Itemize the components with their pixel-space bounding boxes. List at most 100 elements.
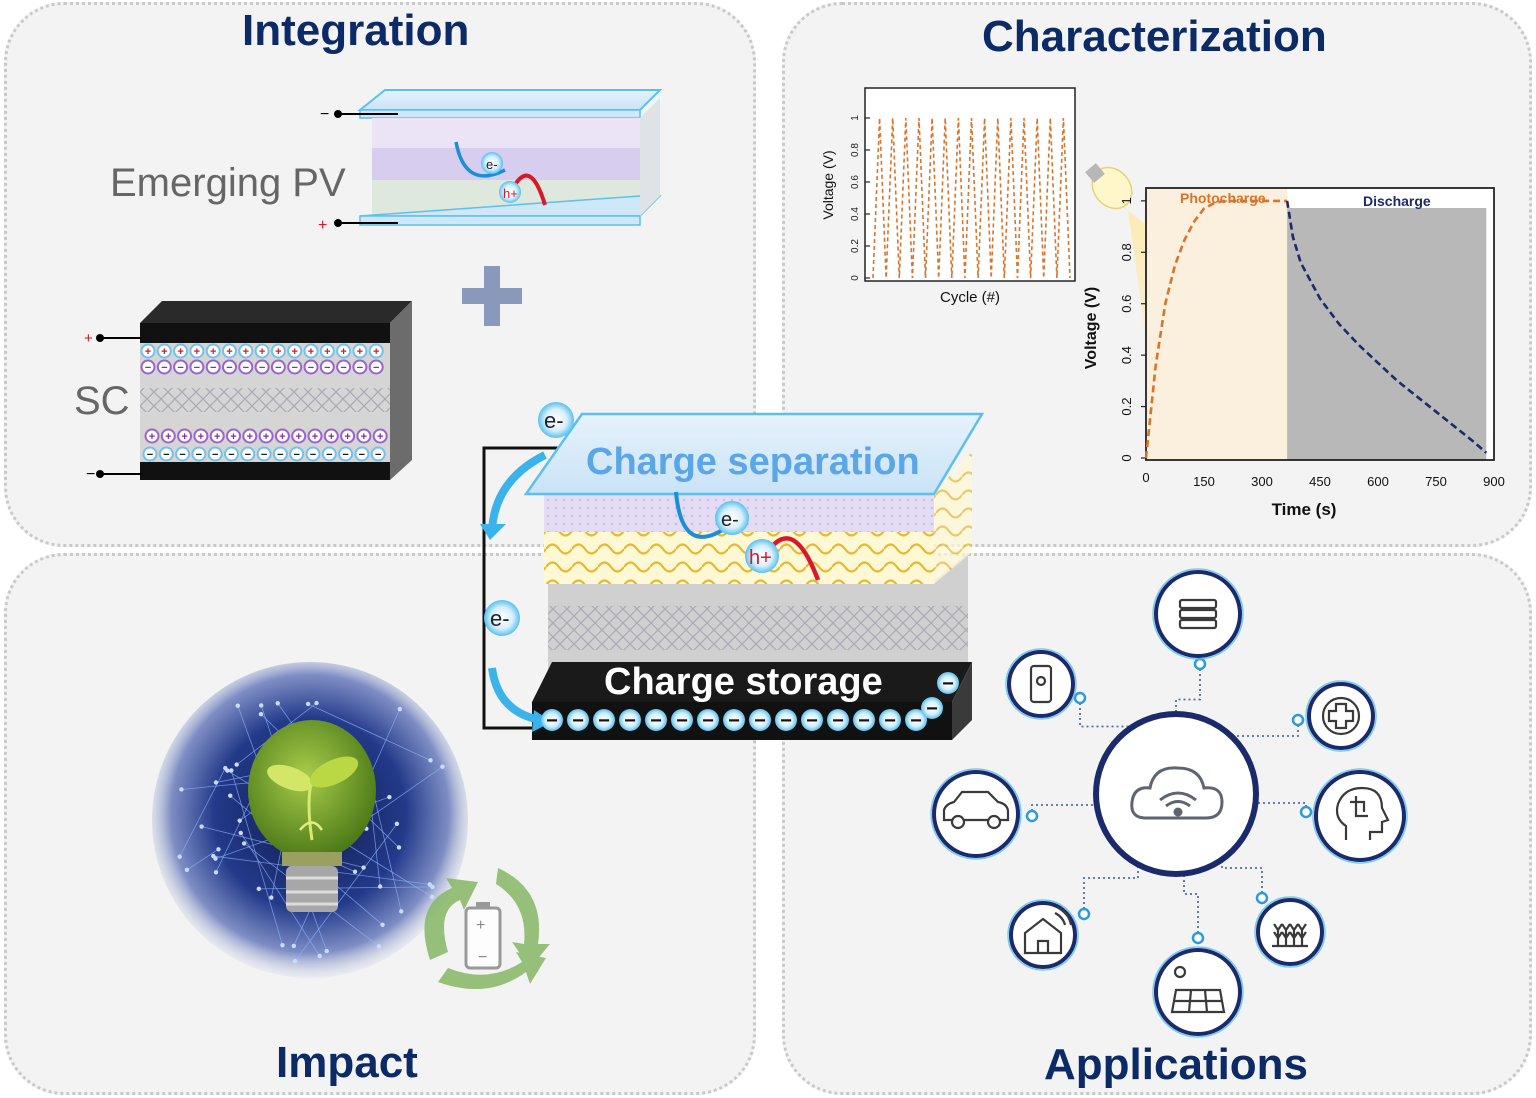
sc-positive-charge: + <box>194 346 200 358</box>
sc-negative-charge-circle <box>207 446 223 462</box>
cycle-chart-ytick-label: 0.2 <box>850 239 861 253</box>
pv-hole: h+ <box>503 186 518 201</box>
book-icon <box>1178 608 1218 620</box>
wire-electron-top: e- <box>544 408 564 433</box>
storage-negative-charge: − <box>858 710 870 732</box>
network-node <box>377 884 383 889</box>
sc-positive-charge-circle <box>319 343 335 359</box>
charge-separation-label: Charge separation <box>586 441 920 483</box>
photocharge-chart-xtick-label: 450 <box>1309 474 1331 489</box>
storage-negative-charge-circle <box>775 709 797 731</box>
network-node <box>324 948 329 954</box>
integrated-device: e- h+ e- e- −−−−−−−−−−−−−−−−− Charge sep… <box>480 402 985 740</box>
sc-negative-charge-circle <box>354 446 370 462</box>
sc-positive-ion: + <box>328 431 334 443</box>
storage-negative-charge-circle <box>697 709 719 731</box>
car-icon <box>942 790 1010 830</box>
sc-positive-ion-circle <box>209 428 225 444</box>
books-icon <box>1178 598 1218 630</box>
sc-negative-ion-circle <box>173 359 189 375</box>
storage-negative-charge-circle <box>937 672 959 694</box>
storage-negative-charge: − <box>942 673 954 695</box>
network-node <box>238 830 243 836</box>
discharge-series-line <box>1285 200 1488 454</box>
network-link <box>294 823 398 962</box>
app-ring-agriculture <box>1254 896 1326 968</box>
app-connector-smart-home <box>1077 907 1091 921</box>
app-ring-smart-home <box>1007 899 1079 971</box>
voltage-cycle-chart: 00.20.40.60.81 Cycle (#) Voltage (V) <box>820 87 1076 306</box>
storage-negative-charge-circle <box>619 709 641 731</box>
sc-positive-ion-circle <box>193 428 209 444</box>
sc-positive-charge-circle <box>205 343 221 359</box>
sc-positive-charge: + <box>308 346 314 358</box>
discharge-legend-label: Discharge <box>1363 193 1431 209</box>
sc-plus-terminal: + <box>84 330 93 347</box>
network-node <box>234 762 239 767</box>
wheat-icon <box>1297 923 1307 946</box>
storage-negative-charge: − <box>754 710 766 732</box>
sc-negative-ion: − <box>243 362 249 374</box>
emerging-pv-label: Emerging PV <box>110 161 346 205</box>
combine-plus-icon <box>462 266 522 326</box>
app-ring-car <box>930 768 1022 860</box>
sc-negative-charge: − <box>293 449 299 461</box>
sc-positive-ion-circle <box>242 428 258 444</box>
sc-negative-ion: − <box>340 362 346 374</box>
sc-negative-ion: − <box>259 362 265 374</box>
storage-negative-charge-circle <box>921 697 943 719</box>
sc-positive-ion: + <box>361 431 367 443</box>
storage-negative-charge: − <box>884 710 896 732</box>
wire-electron-mid: e- <box>490 606 510 631</box>
sc-negative-ion-circle <box>222 359 237 375</box>
photocharge-chart-xtick-label: 750 <box>1425 474 1447 489</box>
sc-negative-ion-circle <box>189 359 205 375</box>
network-link <box>370 802 381 887</box>
sc-positive-ion-circle <box>372 428 388 444</box>
sc-positive-ion: + <box>344 431 350 443</box>
network-node <box>317 953 322 959</box>
sc-positive-charge: + <box>210 346 216 358</box>
network-node <box>235 703 240 708</box>
sc-positive-ion: + <box>149 431 155 443</box>
network-node <box>380 922 385 927</box>
sc-negative-charge-circle <box>224 446 239 462</box>
network-link <box>307 703 431 761</box>
medical-cross-icon <box>1327 702 1355 730</box>
device-electron: e- <box>721 509 739 531</box>
sc-negative-ion-circle <box>368 359 384 375</box>
sc-positive-ion: + <box>312 431 318 443</box>
photocharge-chart-ytick-label: 0.2 <box>1119 398 1134 416</box>
sc-positive-charge: + <box>259 346 265 358</box>
network-node <box>179 787 184 792</box>
app-connector-ai-head <box>1299 805 1313 819</box>
app-circle-books <box>1154 570 1242 658</box>
app-connector-books <box>1193 657 1207 671</box>
network-node <box>387 794 392 800</box>
network-node <box>256 886 262 892</box>
sc-positive-charge-circle <box>254 343 270 359</box>
network-node <box>269 895 274 900</box>
sc-positive-ion: + <box>279 431 285 443</box>
app-link-car <box>1031 794 1101 816</box>
storage-negative-charge-circle <box>827 709 849 731</box>
sc-negative-charge: − <box>375 449 381 461</box>
storage-negative-charge-circle <box>723 709 745 731</box>
sc-positive-charge: + <box>291 346 297 358</box>
network-node <box>376 944 382 949</box>
phone-icon <box>1029 664 1053 704</box>
sc-negative-charge: − <box>277 449 283 461</box>
sc-negative-ion-circle <box>254 359 270 375</box>
network-node <box>429 894 435 900</box>
sc-positive-charge: + <box>177 346 183 358</box>
network-node <box>291 943 297 949</box>
car-wheel-icon <box>986 814 1002 830</box>
sc-positive-ion-circle <box>160 428 176 444</box>
sc-negative-charge: − <box>179 449 185 461</box>
photocharge-chart-xtick-label: 600 <box>1367 474 1389 489</box>
sc-positive-charge-circle <box>287 343 303 359</box>
pv-plus-terminal: + <box>318 217 327 234</box>
sc-negative-ion: − <box>210 362 216 374</box>
sc-negative-ion-circle <box>319 359 335 375</box>
network-node <box>223 765 228 771</box>
